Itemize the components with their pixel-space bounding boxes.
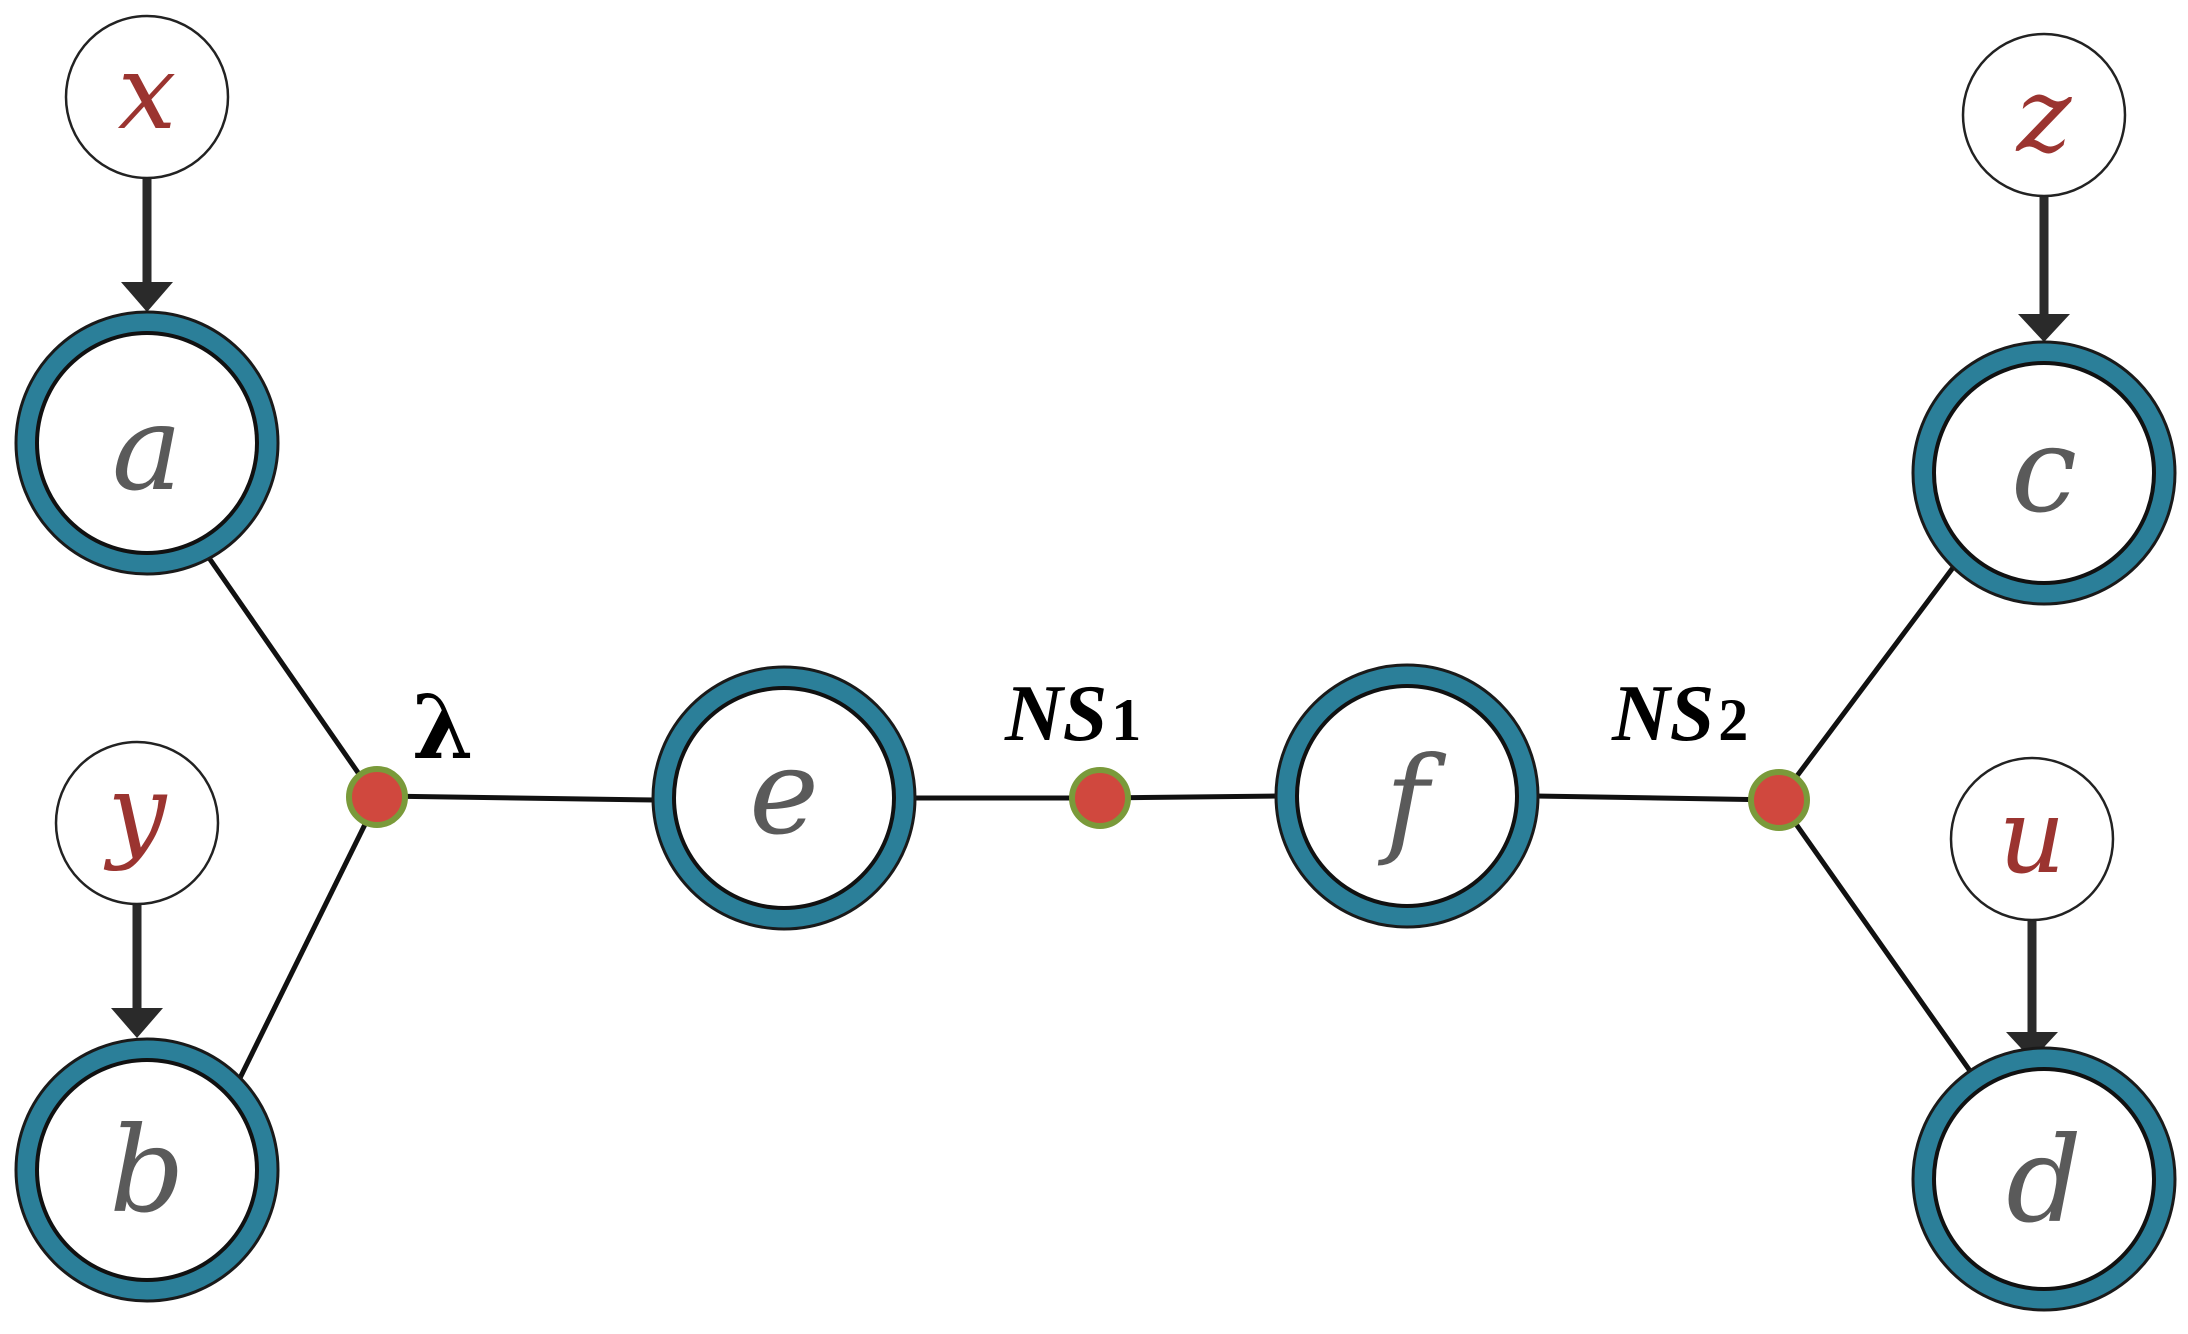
edge-ns2-d [1776,798,1978,1080]
node-a-label: a [112,379,182,517]
edges [204,553,1978,1080]
input-y-label: y [104,751,168,873]
input-x-label: x [118,31,177,153]
input-y: y [54,740,220,906]
label-ns1: NS1 [1004,670,1141,758]
arrow-u-d-head [2006,1032,2058,1060]
edge-ns2-c [1776,563,1958,802]
label-ns2: NS2 [1611,670,1748,758]
edge-b-lambda [237,798,380,1080]
edge-f-ns2 [1534,793,1780,803]
input-z: z [1961,32,2127,198]
node-f: f [1274,663,1540,929]
node-e: e [651,665,917,931]
edge-a-lambda [204,553,380,802]
arrow-z-c-head [2018,314,2070,342]
input-arrows [111,178,2070,1060]
junction-lambda [346,766,408,828]
label-ns2-main: NS [1611,670,1714,758]
node-b: b [14,1037,280,1303]
node-e-label: e [749,723,819,861]
input-u: u [1949,756,2115,922]
edge-lambda-e [376,793,656,803]
node-c-label: c [2011,401,2077,539]
arrow-x-a-head [121,282,173,312]
node-a: a [14,310,280,576]
junction-ns2 [1748,769,1810,831]
input-z-label: z [2015,54,2073,176]
node-d-label: d [2006,1111,2082,1249]
junction-ns1 [1069,767,1131,829]
node-d: d [1911,1046,2177,1312]
input-u-label: u [1999,775,2066,897]
label-ns2-subscript: 2 [1718,687,1748,753]
label-ns1-subscript: 1 [1111,687,1141,753]
node-c: c [1911,340,2177,606]
arrow-y-b-head [111,1008,163,1038]
label-lambda: λ [412,675,474,779]
node-b-label: b [109,1101,185,1239]
label-ns1-main: NS [1004,670,1107,758]
input-x: x [64,14,230,180]
